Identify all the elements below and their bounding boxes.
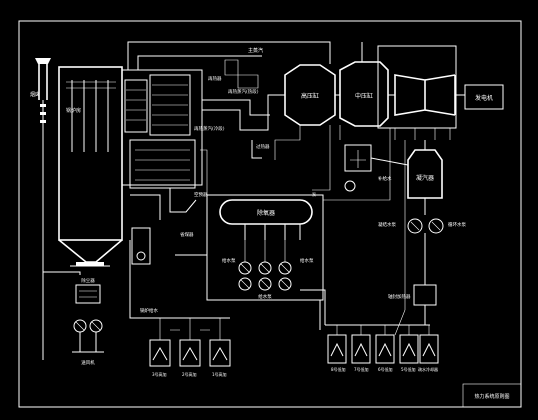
svg-text:给水泵: 给水泵 [300,257,314,264]
svg-text:1号高加: 1号高加 [212,371,227,377]
svg-text:3号高加: 3号高加 [152,371,167,377]
reheat-hot-label: 再热蒸汽(热段) [228,88,259,95]
superheater-label: 过热器 [256,143,270,150]
reheat-cold-label: 再热蒸汽(冷段) [194,125,225,132]
svg-text:补给水: 补给水 [378,175,392,182]
svg-text:锅炉给水: 锅炉给水 [140,307,158,314]
svg-text:除尘器: 除尘器 [81,277,95,284]
gland-heater: 轴封加热器 [388,284,437,306]
boiler: 锅炉房 [58,66,203,267]
generator: 发电机 [464,84,504,110]
makeup-water-tank: 补给水 [344,144,392,192]
feed-pumps: 给水泵 给水泵 给水泵 [222,257,314,300]
svg-text:中压缸: 中压缸 [355,92,373,100]
reheater-label: 再热器 [208,75,222,82]
feedwater-line [129,240,230,319]
economizer-label: 省煤器 [180,231,194,238]
lp-heater-8 [327,334,347,364]
svg-text:给水泵: 给水泵 [222,257,236,264]
svg-text:轴封加热器: 轴封加热器 [388,293,411,300]
svg-text:疏水冷却器: 疏水冷却器 [418,366,438,372]
title-block [462,383,522,408]
attemperator-box [224,59,259,89]
hp-heater-3 [149,339,171,367]
chimney-label: 烟囱 [30,91,40,98]
svg-text:循环水泵: 循环水泵 [448,221,466,228]
lp-heater-5 [399,334,419,364]
ip-turbine: 中压缸 [339,61,389,127]
hp-heaters: 3号高加 2号高加 1号高加 [149,339,231,377]
drawing-frame [18,20,522,408]
boiler-label: 锅炉房 [66,107,81,114]
svg-text:泵: 泵 [312,192,316,197]
svg-text:送风机: 送风机 [81,359,95,366]
svg-text:高压缸: 高压缸 [301,92,319,100]
svg-text:5号低加: 5号低加 [401,366,416,372]
condensate-pumps: 凝结水泵 循环水泵 [378,218,466,234]
hp-heater-2 [179,339,201,367]
deaerator: 除氧器 [219,199,313,225]
lp-turbine [377,45,457,129]
flue-duct [43,271,81,275]
dust-collector: 除尘器 [75,277,101,304]
hp-heater-1 [209,339,231,367]
title-block-text: 热力系统原则图 [474,393,509,400]
hp-turbine: 高压缸 [284,64,336,126]
reheat-hot-line [202,94,285,131]
drain-cooler [419,334,439,364]
svg-text:给水泵: 给水泵 [258,293,272,300]
svg-text:2号高加: 2号高加 [182,371,197,377]
svg-text:8号低加: 8号低加 [331,366,346,372]
air-preheater-label: 空预器 [194,191,208,198]
reheat-cold-line [202,99,270,116]
chimney: 烟囱 [30,58,51,360]
lp-heaters: 8号低加 7号低加 6号低加 5号低加 疏水冷却器 [327,334,439,372]
forced-draft-fans: 送风机 [72,319,104,366]
lp-heater-6 [375,334,395,364]
svg-text:发电机: 发电机 [475,94,493,102]
main-steam-label: 主蒸汽 [248,47,263,54]
main-steam-branch [137,55,262,70]
svg-text:6号低加: 6号低加 [378,366,393,372]
svg-text:凝汽器: 凝汽器 [416,174,434,182]
main-steam-line [127,41,331,70]
svg-text:7号低加: 7号低加 [354,366,369,372]
svg-text:除氧器: 除氧器 [257,209,275,217]
condenser: 凝汽器 [407,149,443,199]
lp-heater-7 [351,334,371,364]
feedwater-system-box [206,194,324,301]
svg-text:凝结水泵: 凝结水泵 [378,221,396,228]
